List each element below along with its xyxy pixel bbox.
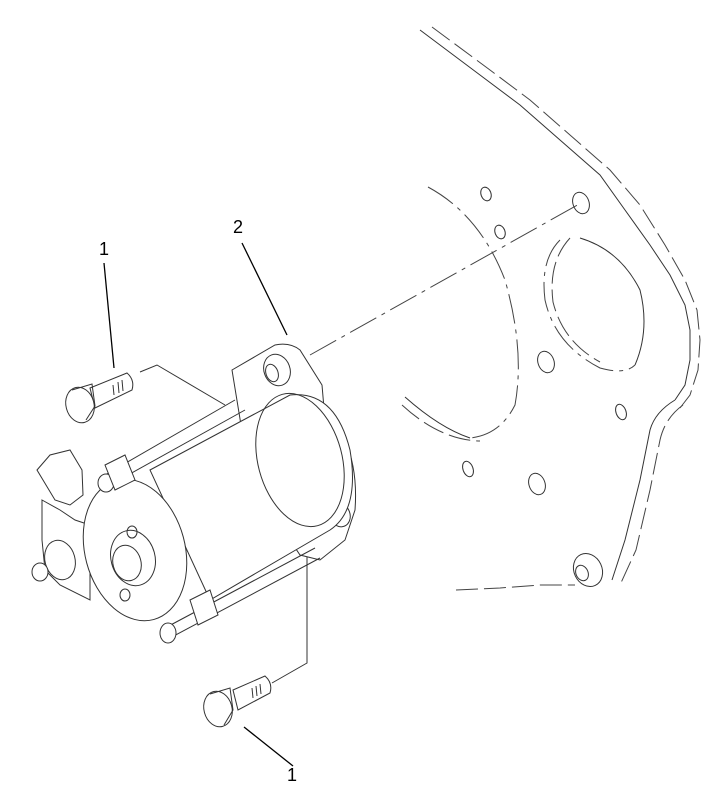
bolt-bottom [203, 675, 272, 728]
callout-1-top: 1 [99, 239, 110, 259]
starter-motor [31, 343, 357, 644]
callout-2: 2 [233, 217, 244, 237]
mounting-plate [401, 26, 701, 591]
alignment-lines [139, 202, 582, 684]
bolt-top [65, 372, 134, 424]
leader-lines [103, 242, 294, 767]
callout-1-bottom: 1 [287, 765, 298, 785]
